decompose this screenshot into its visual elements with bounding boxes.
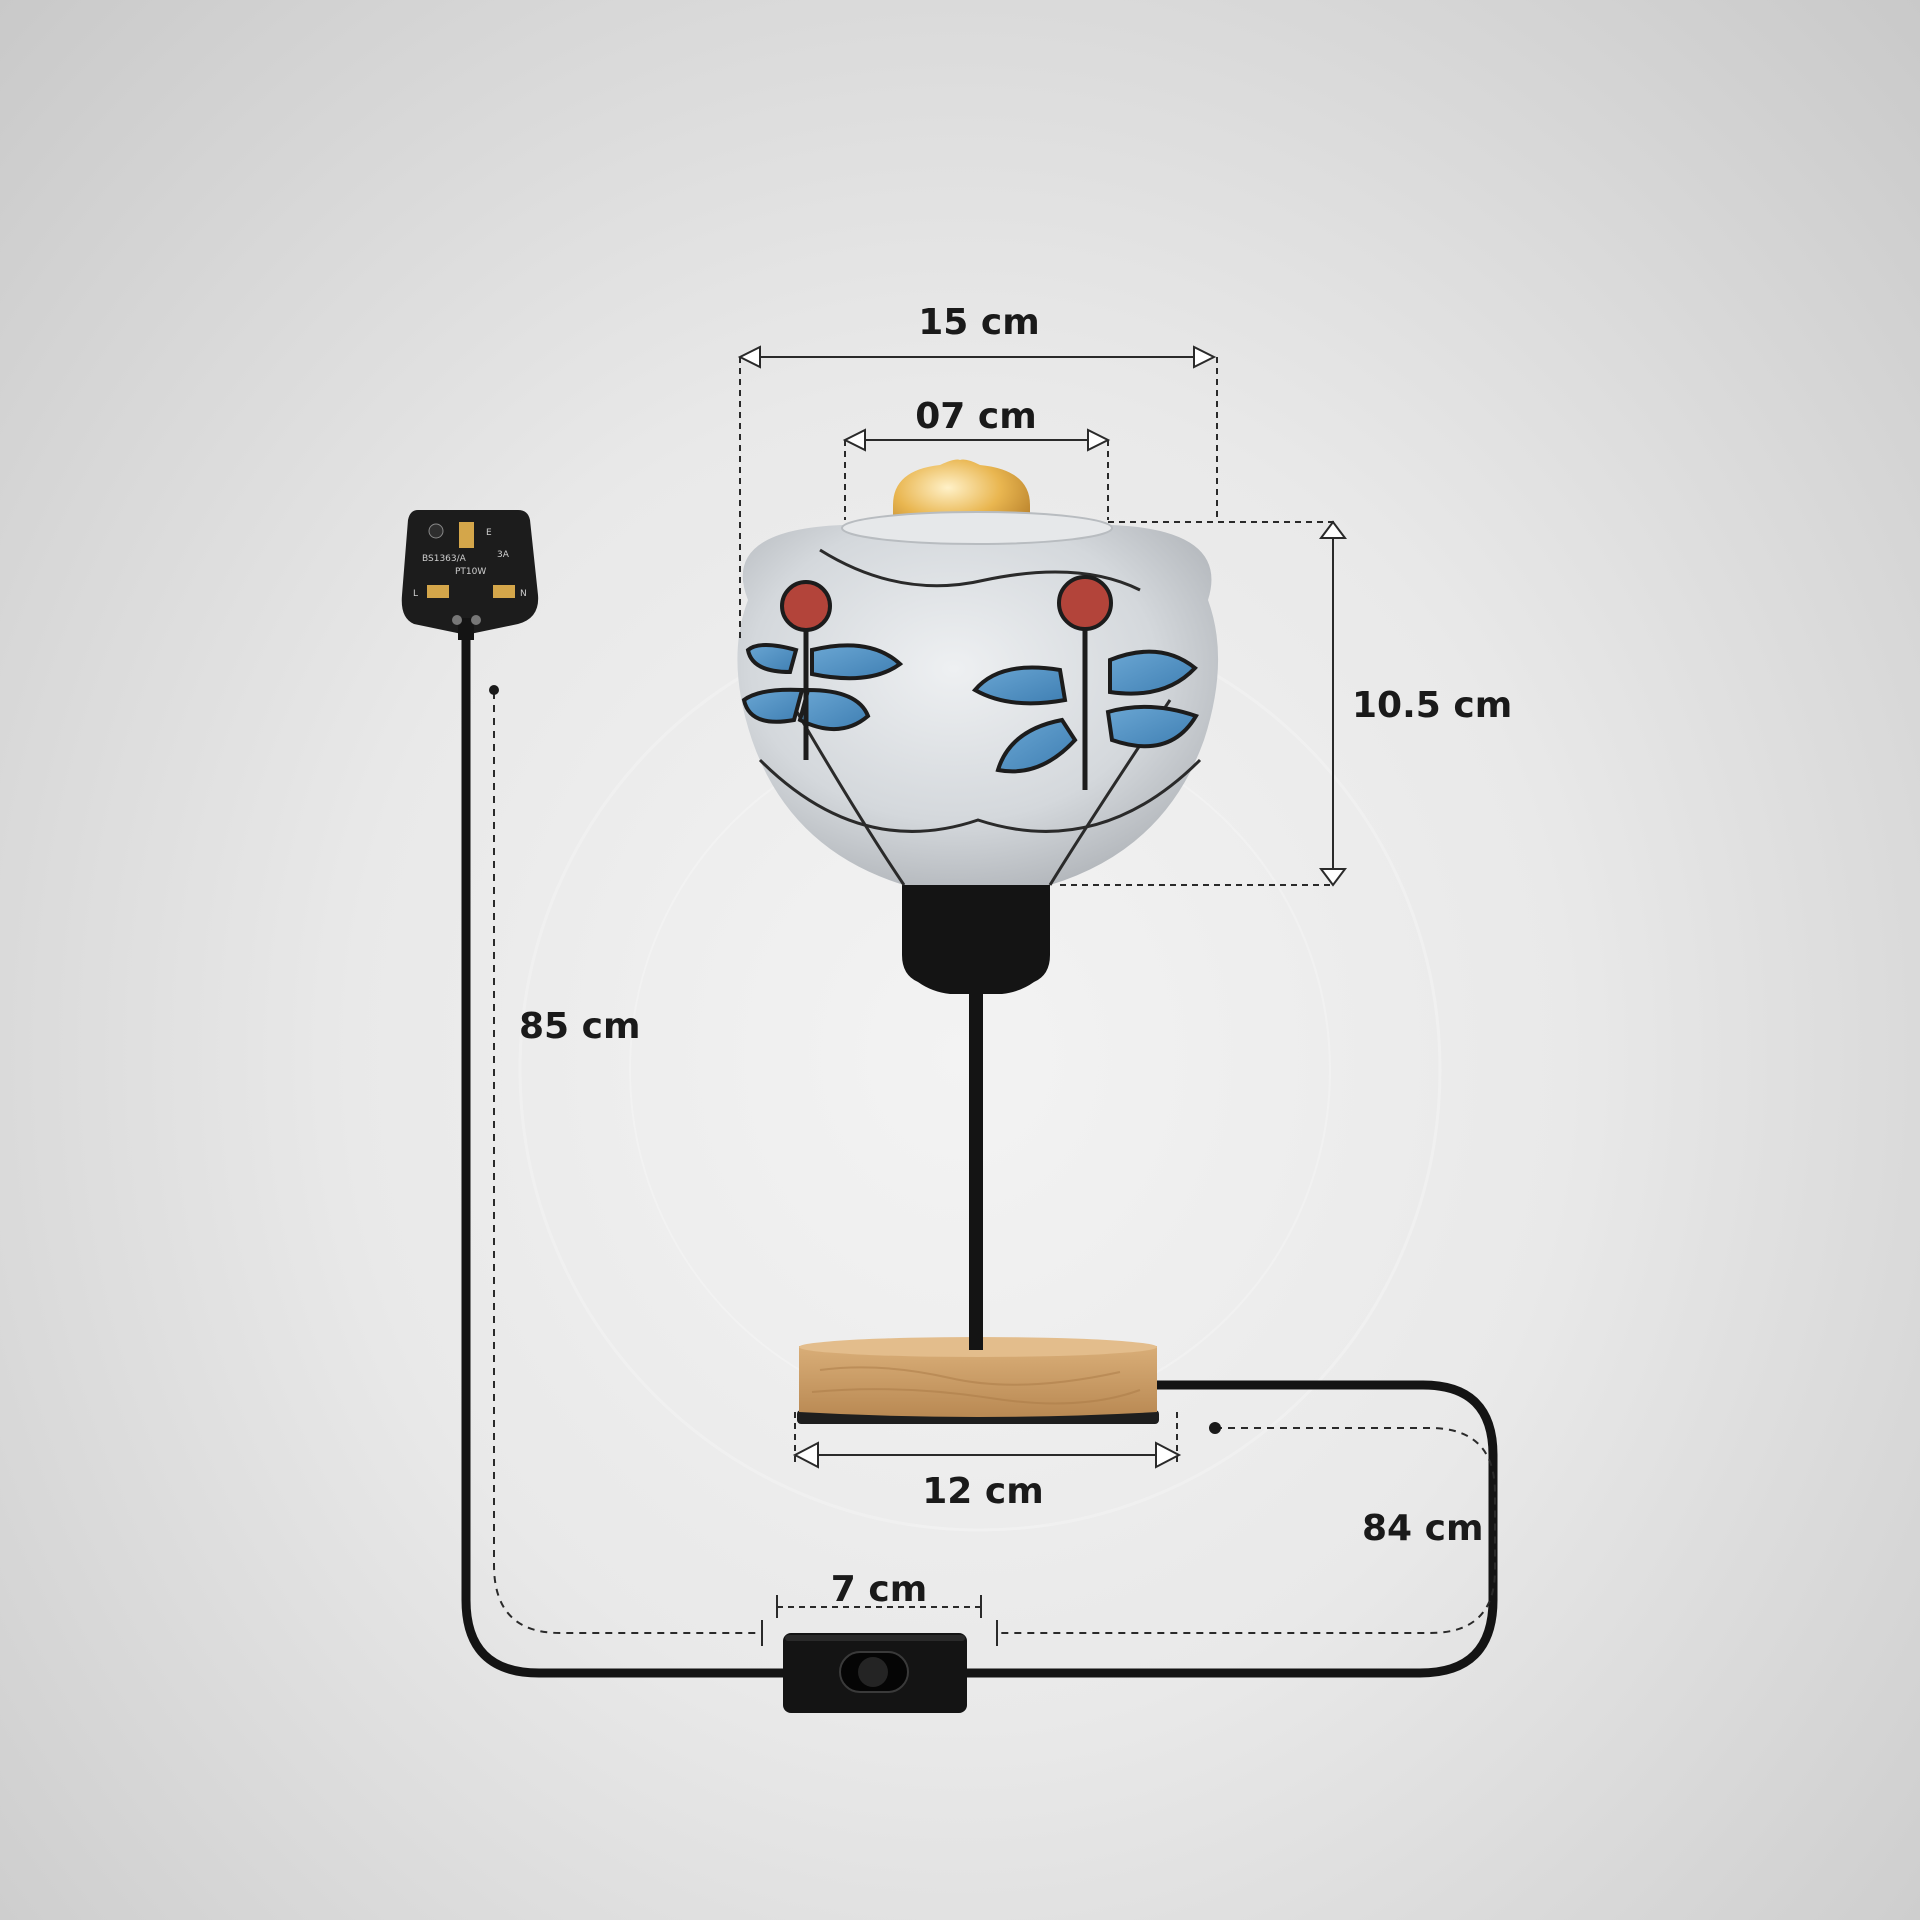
shade-opening-dimension-line [842, 428, 1111, 520]
base-diameter-label: 12 cm [922, 1471, 1043, 1512]
inline-rocker-switch-icon [783, 1633, 967, 1713]
cable-to-switch-label: 85 cm [519, 1006, 640, 1047]
uk-plug-icon: BS1363/A PT10W E L N 3A [401, 510, 539, 640]
cable-to-switch-dimension-line [489, 685, 763, 1646]
shade-width-label: 15 cm [918, 302, 1039, 343]
lamp-holder [902, 885, 1050, 994]
switch-length-label: 7 cm [831, 1569, 927, 1610]
plug-neutral-text: N [520, 589, 527, 599]
switch-length-dimension-line [776, 1595, 982, 1618]
shade-height-label: 10.5 cm [1352, 685, 1512, 726]
shade-opening-label: 07 cm [915, 396, 1036, 437]
plug-earth-text: E [486, 528, 492, 538]
plug-live-text: L [413, 589, 418, 599]
cable-from-switch-label: 84 cm [1362, 1508, 1483, 1549]
shade-height-dimension-line [1060, 520, 1347, 887]
dimension-lines [489, 345, 1496, 1646]
lamp [737, 459, 1219, 1424]
lamp-stem [969, 990, 983, 1350]
plug-fuse-text: 3A [497, 550, 510, 560]
base-diameter-dimension-line [792, 1412, 1182, 1469]
plug-standard-text: BS1363/A [422, 554, 467, 564]
dragonfly-glass-globe [737, 511, 1219, 886]
shade-width-dimension-line [737, 345, 1218, 640]
plug-marking-text: PT10W [455, 567, 486, 577]
wooden-base [797, 1337, 1159, 1424]
power-cable [461, 615, 1498, 1678]
cable-from-switch-dimension-line [996, 1422, 1496, 1646]
